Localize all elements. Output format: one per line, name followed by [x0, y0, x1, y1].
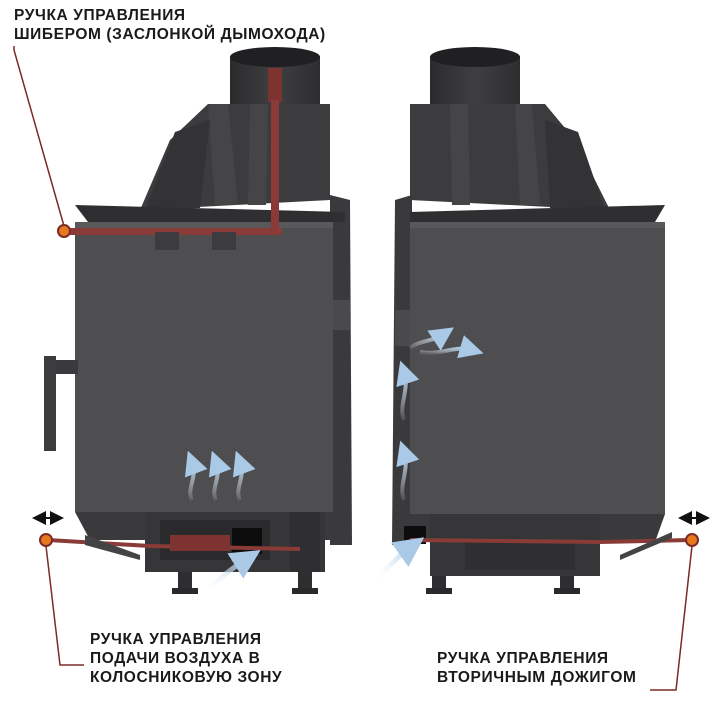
damper-rod-vertical	[268, 68, 282, 102]
damper-rod-horizontal	[68, 228, 282, 235]
left-fireplace	[39, 47, 352, 594]
grate-air-rod	[47, 538, 301, 551]
damper-label-line1: РУЧКА УПРАВЛЕНИЯ	[14, 7, 186, 24]
right-airflow-arrows	[373, 327, 484, 582]
secondary-knob-icon	[685, 533, 699, 547]
secondary-label-line2: ВТОРИЧНЫМ ДОЖИГОМ	[437, 669, 637, 686]
grate-air-label: РУЧКА УПРАВЛЕНИЯ ПОДАЧИ ВОЗДУХА В КОЛОСН…	[90, 630, 282, 687]
secondary-burn-rod	[409, 538, 691, 545]
left-front-panel	[75, 222, 333, 512]
grate-label-line2: ПОДАЧИ ВОЗДУХА В	[90, 650, 261, 667]
secondary-label-line1: РУЧКА УПРАВЛЕНИЯ	[437, 650, 609, 667]
left-side-panel	[330, 195, 352, 545]
damper-label-line2: ШИБЕРОМ (ЗАСЛОНКОЙ ДЫМОХОДА)	[14, 26, 326, 43]
secondary-burn-label: РУЧКА УПРАВЛЕНИЯ ВТОРИЧНЫМ ДОЖИГОМ	[437, 649, 637, 687]
left-airflow-arrows	[184, 450, 261, 594]
leader-lines	[13, 46, 693, 691]
grate-label-line1: РУЧКА УПРАВЛЕНИЯ	[90, 631, 262, 648]
left-door-handle	[50, 360, 78, 374]
right-front-panel	[410, 222, 665, 514]
damper-knob-icon	[57, 224, 71, 238]
damper-handle-label: РУЧКА УПРАВЛЕНИЯ ШИБЕРОМ (ЗАСЛОНКОЙ ДЫМО…	[14, 6, 326, 44]
grate-label-line3: КОЛОСНИКОВУЮ ЗОНУ	[90, 669, 283, 686]
grate-knob-icon	[39, 533, 53, 547]
right-fireplace	[373, 47, 699, 594]
